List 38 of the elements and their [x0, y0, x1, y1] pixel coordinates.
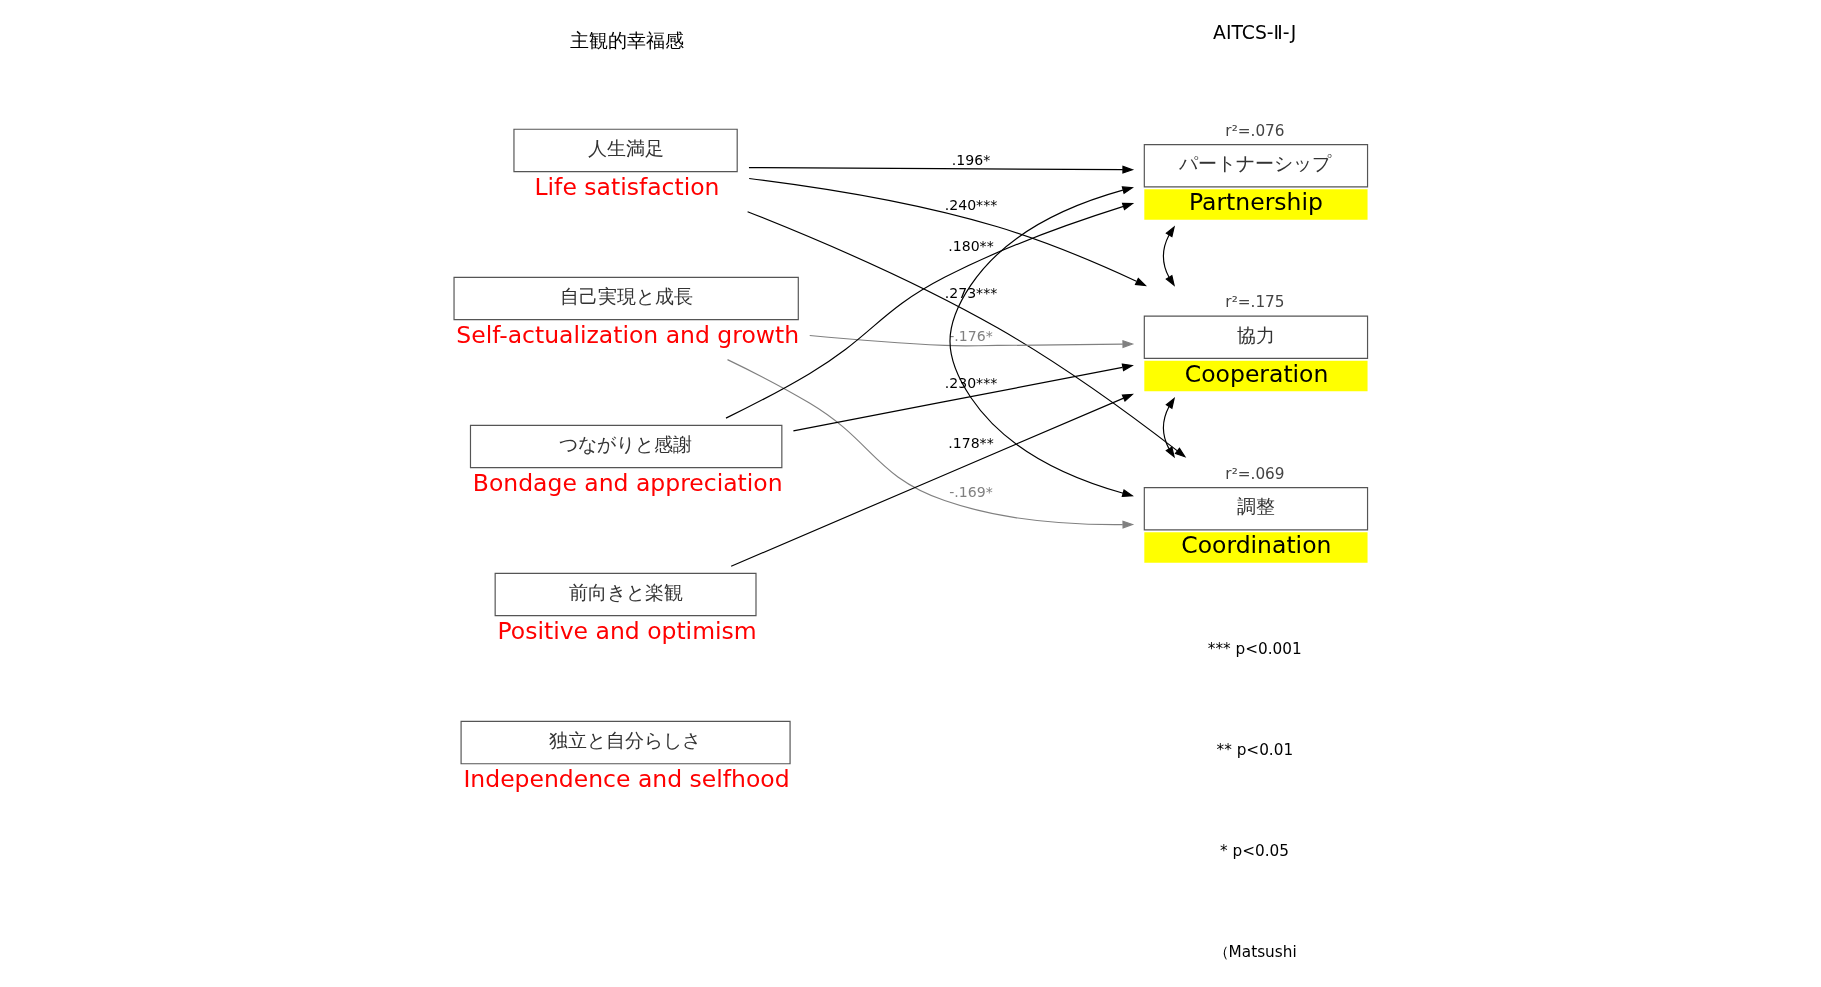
node-label: Coordination [1181, 531, 1332, 560]
node-label: r²=.069 [1225, 464, 1285, 483]
node-box: 自己実現と成長 [453, 276, 799, 321]
edge-label: .178** [948, 435, 994, 452]
node-label: Life satisfaction [534, 173, 720, 202]
edge-label: .180** [948, 237, 994, 254]
edge-label: -.169* [949, 483, 993, 500]
edge-label: .196* [951, 152, 991, 169]
arrow [730, 393, 1134, 567]
label: （Matsushi [1213, 942, 1297, 961]
arrow [748, 177, 1147, 287]
arrow [726, 359, 1135, 529]
node-label: Independence and selfhood [463, 765, 790, 794]
node-box: 前向きと楽観 [494, 572, 757, 617]
arrow [725, 202, 1135, 419]
arrow [747, 211, 1187, 458]
arrow [949, 186, 1134, 498]
arrow [1162, 397, 1176, 459]
node-label: Self-actualization and growth [456, 321, 800, 350]
node-label: Positive and optimism [497, 617, 757, 646]
arrow [792, 363, 1134, 432]
node-box: 人生満足 [513, 128, 738, 173]
node-label: Bondage and appreciation [472, 469, 783, 498]
label: ** p<0.01 [1216, 740, 1294, 759]
label: 主観的幸福感 [569, 29, 684, 51]
label: * p<0.05 [1220, 841, 1290, 860]
edge-label: .240*** [944, 196, 998, 213]
arrow [809, 334, 1135, 349]
label: AITCS-Ⅱ-J [1213, 21, 1297, 43]
arrow [748, 165, 1135, 174]
node-label: Cooperation [1184, 359, 1329, 388]
node-label: r²=.076 [1225, 121, 1285, 140]
node-box: 独立と自分らしさ [460, 720, 791, 765]
label: *** p<0.001 [1207, 639, 1302, 658]
node-box: つながりと感謝 [469, 424, 783, 469]
arrow [1162, 225, 1176, 287]
node-label: Partnership [1188, 188, 1323, 217]
node-label: r²=.175 [1225, 293, 1285, 312]
